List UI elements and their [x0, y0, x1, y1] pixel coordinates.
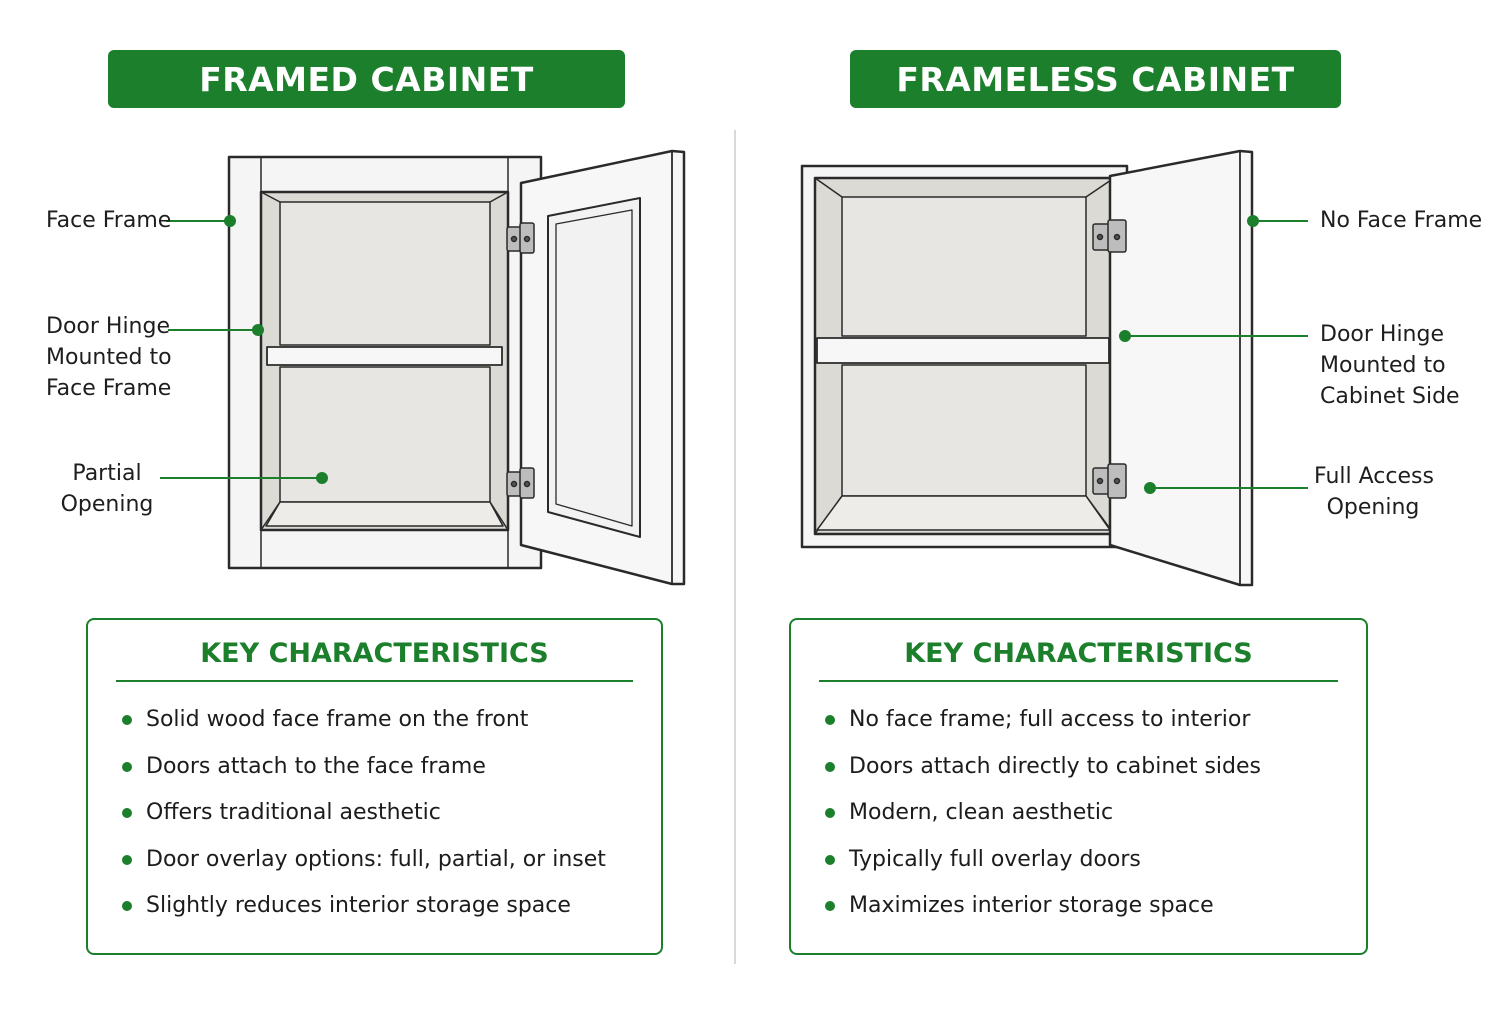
bullet-dot-icon — [825, 761, 835, 772]
framed-callouts — [160, 215, 328, 484]
list-item: Slightly reduces interior storage space — [122, 890, 606, 937]
frameless-panel-title: KEY CHARACTERISTICS — [819, 638, 1338, 682]
list-item-text: Modern, clean aesthetic — [849, 800, 1114, 825]
bullet-dot-icon — [825, 854, 835, 865]
full-access-opening-label-line-1: Full Access — [1314, 464, 1434, 489]
partial-opening-label-line-1: Partial — [72, 461, 142, 486]
frameless-hinge-label-line-2: Mounted to — [1320, 353, 1446, 378]
bullet-dot-icon — [825, 715, 835, 725]
bullet-dot-icon — [122, 901, 132, 911]
framed-characteristics-list: Solid wood face frame on the front Doors… — [122, 704, 606, 937]
bullet-dot-icon — [825, 901, 835, 911]
list-item-text: Doors attach to the face frame — [146, 753, 486, 779]
list-item: Modern, clean aesthetic — [825, 797, 1261, 844]
frameless-cabinet-illustration — [800, 149, 1254, 587]
list-item: Doors attach directly to cabinet sides — [825, 751, 1261, 798]
list-item-text: Door overlay options: full, partial, or … — [146, 846, 606, 872]
bullet-dot-icon — [825, 808, 835, 818]
frameless-lower-hinge-icon — [1092, 463, 1127, 499]
bullet-dot-icon — [122, 808, 132, 818]
side-hinge-marker-dot — [1119, 330, 1131, 342]
framed-panel-title: KEY CHARACTERISTICS — [116, 638, 633, 682]
list-item: Typically full overlay doors — [825, 844, 1261, 891]
framed-hinge-label: Door Hinge Mounted to Face Frame — [46, 311, 172, 404]
list-item-text: Doors attach directly to cabinet sides — [849, 753, 1261, 779]
frameless-upper-hinge-icon — [1092, 219, 1127, 253]
bullet-dot-icon — [122, 715, 132, 725]
framed-cabinet-title: FRAMED CABINET — [108, 50, 625, 108]
frameless-hinge-label-line-3: Cabinet Side — [1320, 384, 1460, 409]
list-item: No face frame; full access to interior — [825, 704, 1261, 751]
frameless-hinge-label-line-1: Door Hinge — [1320, 322, 1444, 347]
list-item-text: No face frame; full access to interior — [849, 707, 1251, 732]
framed-characteristics-panel: KEY CHARACTERISTICS Solid wood face fram… — [86, 618, 663, 955]
partial-opening-label: Partial Opening — [58, 458, 156, 520]
cabinet-diagrams — [160, 149, 1308, 587]
face-frame-label: Face Frame — [46, 208, 172, 233]
list-item: Door overlay options: full, partial, or … — [122, 844, 606, 891]
framed-upper-hinge-icon — [506, 222, 535, 254]
list-item-text: Maximizes interior storage space — [849, 893, 1214, 918]
frameless-hinge-label: Door Hinge Mounted to Cabinet Side — [1320, 319, 1460, 412]
partial-opening-label-line-2: Opening — [60, 492, 154, 517]
framed-hinge-label-line-1: Door Hinge — [46, 314, 170, 339]
bullet-dot-icon — [122, 761, 132, 772]
full-access-opening-label: Full Access Opening — [1314, 461, 1434, 523]
frameless-characteristics-panel: KEY CHARACTERISTICS No face frame; full … — [789, 618, 1368, 955]
hinge-marker-dot — [252, 324, 264, 336]
face-frame-marker-dot — [224, 215, 236, 227]
list-item: Maximizes interior storage space — [825, 890, 1261, 937]
list-item: Offers traditional aesthetic — [122, 797, 606, 844]
list-item-text: Offers traditional aesthetic — [146, 800, 441, 825]
bullet-dot-icon — [122, 854, 132, 865]
list-item-text: Solid wood face frame on the front — [146, 707, 529, 732]
center-divider — [734, 130, 736, 964]
list-item-text: Slightly reduces interior storage space — [146, 893, 571, 918]
framed-lower-hinge-icon — [506, 467, 535, 499]
full-access-opening-label-line-2: Opening — [1326, 495, 1420, 520]
frameless-callouts — [1119, 215, 1308, 494]
no-face-frame-marker-dot — [1247, 215, 1259, 227]
list-item-text: Typically full overlay doors — [849, 846, 1141, 872]
list-item: Doors attach to the face frame — [122, 751, 606, 798]
no-face-frame-label: No Face Frame — [1320, 208, 1483, 233]
framed-hinge-label-line-2: Mounted to — [46, 345, 172, 370]
partial-opening-marker-dot — [316, 472, 328, 484]
frameless-characteristics-list: No face frame; full access to interior D… — [825, 704, 1261, 937]
list-item: Solid wood face frame on the front — [122, 704, 606, 751]
full-opening-marker-dot — [1144, 482, 1156, 494]
framed-cabinet-illustration — [227, 149, 686, 586]
frameless-cabinet-title: FRAMELESS CABINET — [850, 50, 1341, 108]
framed-hinge-label-line-3: Face Frame — [46, 376, 172, 401]
